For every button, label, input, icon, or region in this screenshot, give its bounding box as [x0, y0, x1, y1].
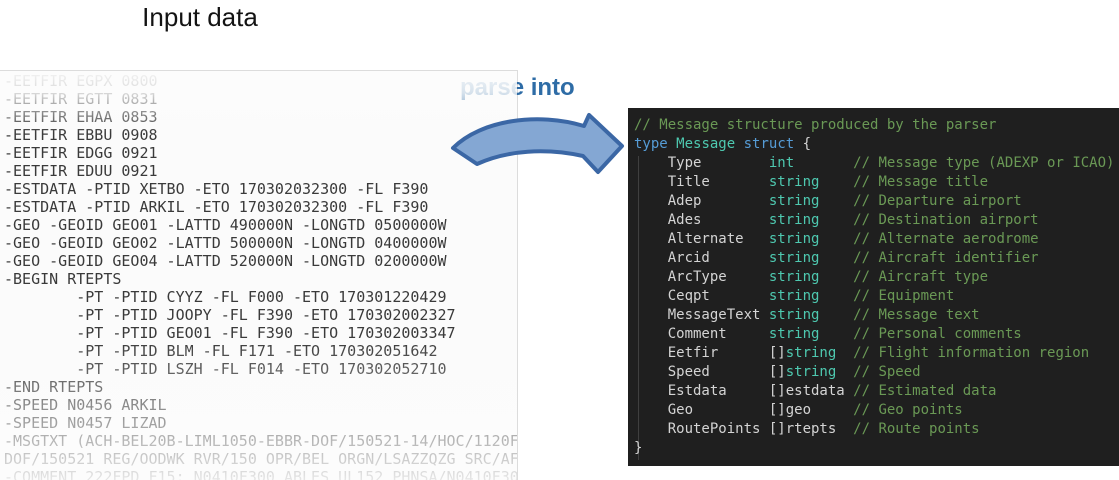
code-line: Eetfir []string // Flight information re… [634, 345, 1090, 361]
code-panel: // Message structure produced by the par… [628, 108, 1119, 466]
input-data-line: -SPEED N0456 ARKIL [4, 396, 167, 414]
code-line: Title string // Message title [634, 174, 989, 190]
input-data-line: -BEGIN RTEPTS [4, 270, 122, 288]
page-title: Input data [142, 2, 258, 32]
input-data-line: -GEO -GEOID GEO01 -LATTD 490000N -LONGTD… [4, 216, 447, 234]
input-data-line: -PT -PTID JOOPY -FL F390 -ETO 1703020023… [4, 306, 456, 324]
input-data-panel: -EETFIR EGPX 0800-EETFIR EGTT 0831-EETFI… [0, 70, 518, 480]
code-line: type Message struct { [634, 136, 812, 152]
input-data-line: -EETFIR EDUU 0921 [4, 162, 158, 180]
code-line: Type int // Message type (ADEXP or ICAO) [634, 155, 1115, 171]
input-data-line: -EETFIR EHAA 0853 [4, 108, 158, 126]
input-data-line: -EETFIR EGTT 0831 [4, 90, 158, 108]
input-data-line: -EETFIR EDGG 0921 [4, 144, 158, 162]
input-data-line: DOF/150521 REG/OODWK RVR/150 OPR/BEL ORG… [4, 450, 518, 468]
code-line: Ceqpt string // Equipment [634, 288, 955, 304]
input-data-line: -EETFIR EBBU 0908 [4, 126, 158, 144]
parse-into-label: parse into [460, 74, 575, 101]
code-line: ArcType string // Aircraft type [634, 269, 989, 285]
input-data-line: -MSGTXT (ACH-BEL20B-LIML1050-EBBR-DOF/15… [4, 432, 518, 450]
input-data-line: -COMMENT 222FPD F15: N0410F300 ABLES UL1… [4, 468, 518, 480]
code-line: Speed []string // Speed [634, 364, 921, 380]
code-line: // Message structure produced by the par… [634, 117, 997, 133]
input-data-line: -EETFIR EGPX 0800 [4, 72, 158, 90]
input-data-line: -SPEED N0457 LIZAD [4, 414, 167, 432]
struct-definition-code: // Message structure produced by the par… [634, 116, 1114, 458]
code-line: Alternate string // Alternate aerodrome [634, 231, 1039, 247]
input-data-text: -EETFIR EGPX 0800-EETFIR EGTT 0831-EETFI… [4, 72, 518, 480]
input-data-line: -GEO -GEOID GEO02 -LATTD 500000N -LONGTD… [4, 234, 447, 252]
code-line: Comment string // Personal comments [634, 326, 1022, 342]
input-data-line: -ESTDATA -PTID ARKIL -ETO 170302032300 -… [4, 198, 429, 216]
input-data-line: -ESTDATA -PTID XETBO -ETO 170302032300 -… [4, 180, 429, 198]
indent-guide-line [638, 156, 639, 460]
code-line: Adep string // Departure airport [634, 193, 1022, 209]
code-line: RoutePoints []rtepts // Route points [634, 421, 980, 437]
code-line: Estdata []estdata // Estimated data [634, 383, 997, 399]
code-line: Geo []geo // Geo points [634, 402, 963, 418]
input-data-line: -GEO -GEOID GEO04 -LATTD 520000N -LONGTD… [4, 252, 447, 270]
code-line: Arcid string // Aircraft identifier [634, 250, 1039, 266]
code-line: MessageText string // Message text [634, 307, 980, 323]
input-data-line: -PT -PTID GEO01 -FL F390 -ETO 1703020033… [4, 324, 456, 342]
input-data-line: -PT -PTID LSZH -FL F014 -ETO 17030205271… [4, 360, 447, 378]
code-line: } [634, 440, 643, 456]
input-data-line: -END RTEPTS [4, 378, 104, 396]
input-data-line: -PT -PTID BLM -FL F171 -ETO 170302051642 [4, 342, 438, 360]
parse-arrow-icon [451, 113, 624, 174]
input-data-line: -PT -PTID CYYZ -FL F000 -ETO 17030122042… [4, 288, 447, 306]
code-line: Ades string // Destination airport [634, 212, 1039, 228]
